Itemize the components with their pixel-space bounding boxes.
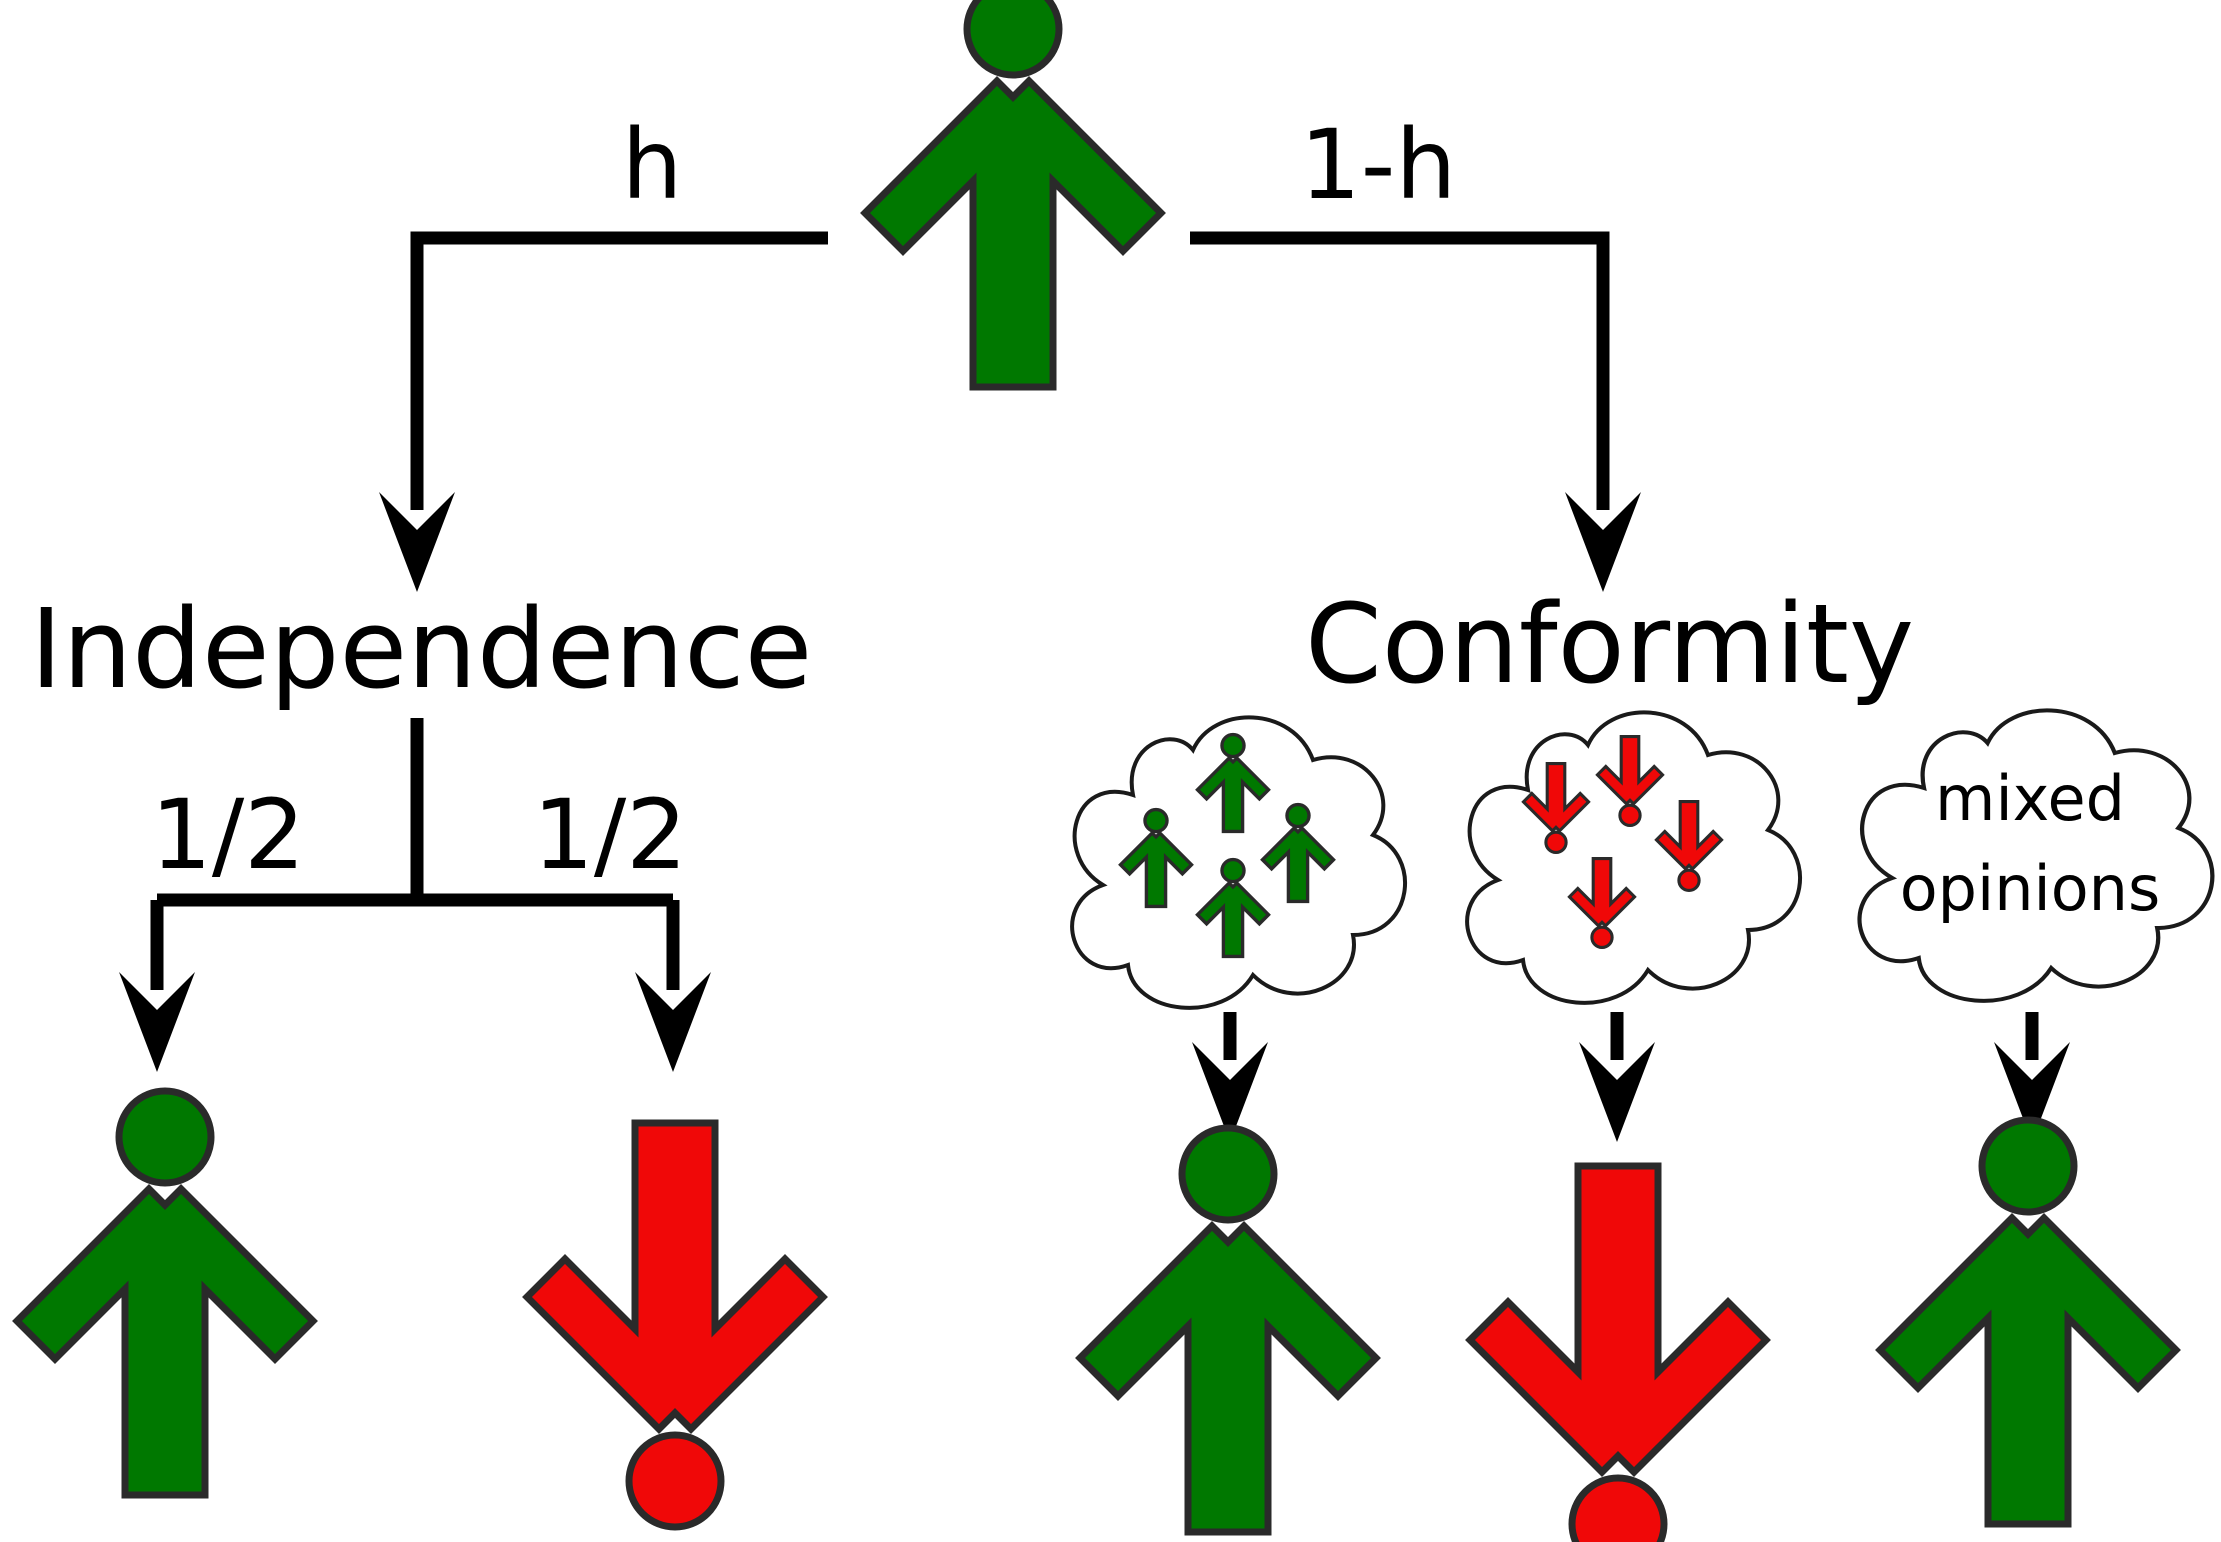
edge-to-independence xyxy=(410,231,828,510)
label-half-right: 1/2 xyxy=(533,779,688,891)
branch-edges-top xyxy=(379,231,1641,592)
conf-up-agent xyxy=(1079,1127,1377,1533)
indep-down-agent xyxy=(526,1122,824,1528)
top-agent xyxy=(864,0,1162,388)
indep-up-agent xyxy=(16,1090,314,1496)
person-arrow-down-icon xyxy=(1469,1165,1767,1542)
conformity-edges xyxy=(1192,1012,2070,1142)
person-arrow-up-icon xyxy=(864,0,1162,388)
cloud-all-up xyxy=(1070,715,1408,1010)
person-arrow-down-icon xyxy=(526,1122,824,1528)
cloud-text-mixed: mixed xyxy=(1935,762,2125,835)
person-arrow-up-icon xyxy=(1079,1127,1377,1533)
label-independence: Independence xyxy=(30,585,812,713)
conf-down-agent xyxy=(1469,1165,1767,1542)
conf-mixed-agent xyxy=(1879,1119,2177,1525)
label-half-left: 1/2 xyxy=(151,779,306,891)
person-arrow-up-icon xyxy=(1879,1119,2177,1525)
person-arrow-up-icon xyxy=(16,1090,314,1496)
cloud-text-opinions: opinions xyxy=(1900,852,2161,925)
label-prob-h: h xyxy=(622,109,683,221)
label-conformity: Conformity xyxy=(1305,580,1914,708)
label-prob-1-minus-h: 1-h xyxy=(1300,109,1457,221)
independence-split xyxy=(119,718,711,1072)
cloud-all-down xyxy=(1465,710,1803,1005)
edge-to-conformity xyxy=(1190,231,1610,510)
